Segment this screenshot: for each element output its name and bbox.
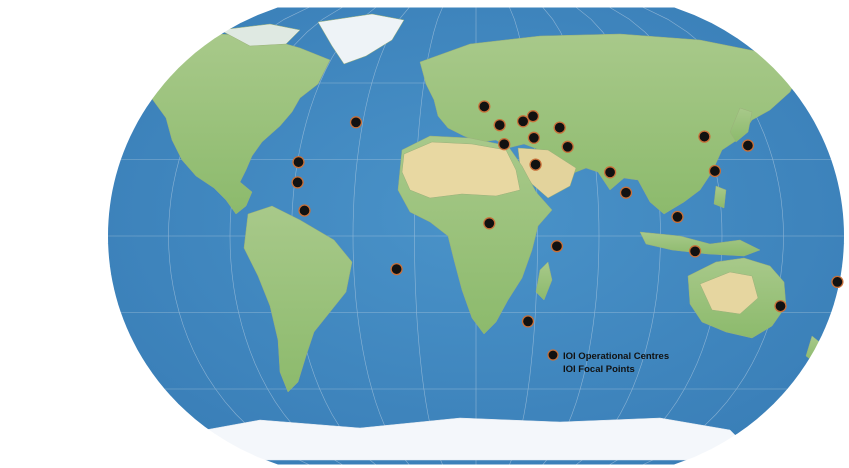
landmass-south-america [243, 205, 353, 393]
map-border [105, 5, 847, 467]
map-marker-thailand [671, 210, 684, 224]
map-marker-south-africa [521, 315, 535, 328]
map-marker-iran [561, 140, 574, 153]
landmass-sahara [401, 141, 521, 199]
legend-label-focal-points: IOI Focal Points [563, 364, 635, 375]
map-marker-china-south [708, 164, 722, 178]
map-marker-pakistan [603, 166, 617, 179]
map-marker-gulf-of-mexico [292, 155, 305, 169]
land-masses [111, 13, 823, 461]
map-marker-kenya [550, 240, 564, 253]
map-marker-yucatan [291, 176, 304, 189]
map-marker-ukraine [526, 110, 540, 123]
map-marker-china-north [698, 130, 711, 143]
landmass-arctic-islands [219, 23, 301, 47]
map-marker-romania [516, 115, 530, 128]
map-marker-india [619, 186, 633, 199]
map-marker-indonesia [688, 245, 702, 258]
map-marker-brazil-east [390, 262, 403, 276]
map-marker-nigeria [483, 217, 496, 230]
legend-marker-operational-centres [547, 349, 559, 361]
map-marker-turkey [527, 131, 541, 144]
landmass-indonesia [639, 231, 761, 257]
landmass-australia-desert [699, 271, 759, 315]
landmass-greenland [317, 13, 405, 65]
map-marker-japan [741, 139, 755, 152]
map-marker-belgium [478, 100, 491, 113]
landmass-japan [729, 107, 753, 143]
legend-label-operational-centres: IOI Operational Centres [563, 351, 669, 362]
map-marker-egypt [529, 158, 542, 171]
landmass-antarctica [139, 417, 761, 461]
landmass-philippines [713, 185, 727, 209]
map-marker-fiji [831, 275, 844, 289]
map-marker-costa-rica [298, 204, 311, 217]
map-marker-georgia [553, 121, 566, 134]
landmass-madagascar [535, 261, 553, 301]
map-marker-italy [493, 118, 506, 132]
map-marker-malta [498, 138, 511, 151]
legend: IOI Operational Centres IOI Focal Points [547, 349, 669, 375]
map-marker-brisbane [774, 299, 787, 313]
map-marker-halifax [349, 116, 363, 129]
marker-layer [291, 100, 844, 328]
